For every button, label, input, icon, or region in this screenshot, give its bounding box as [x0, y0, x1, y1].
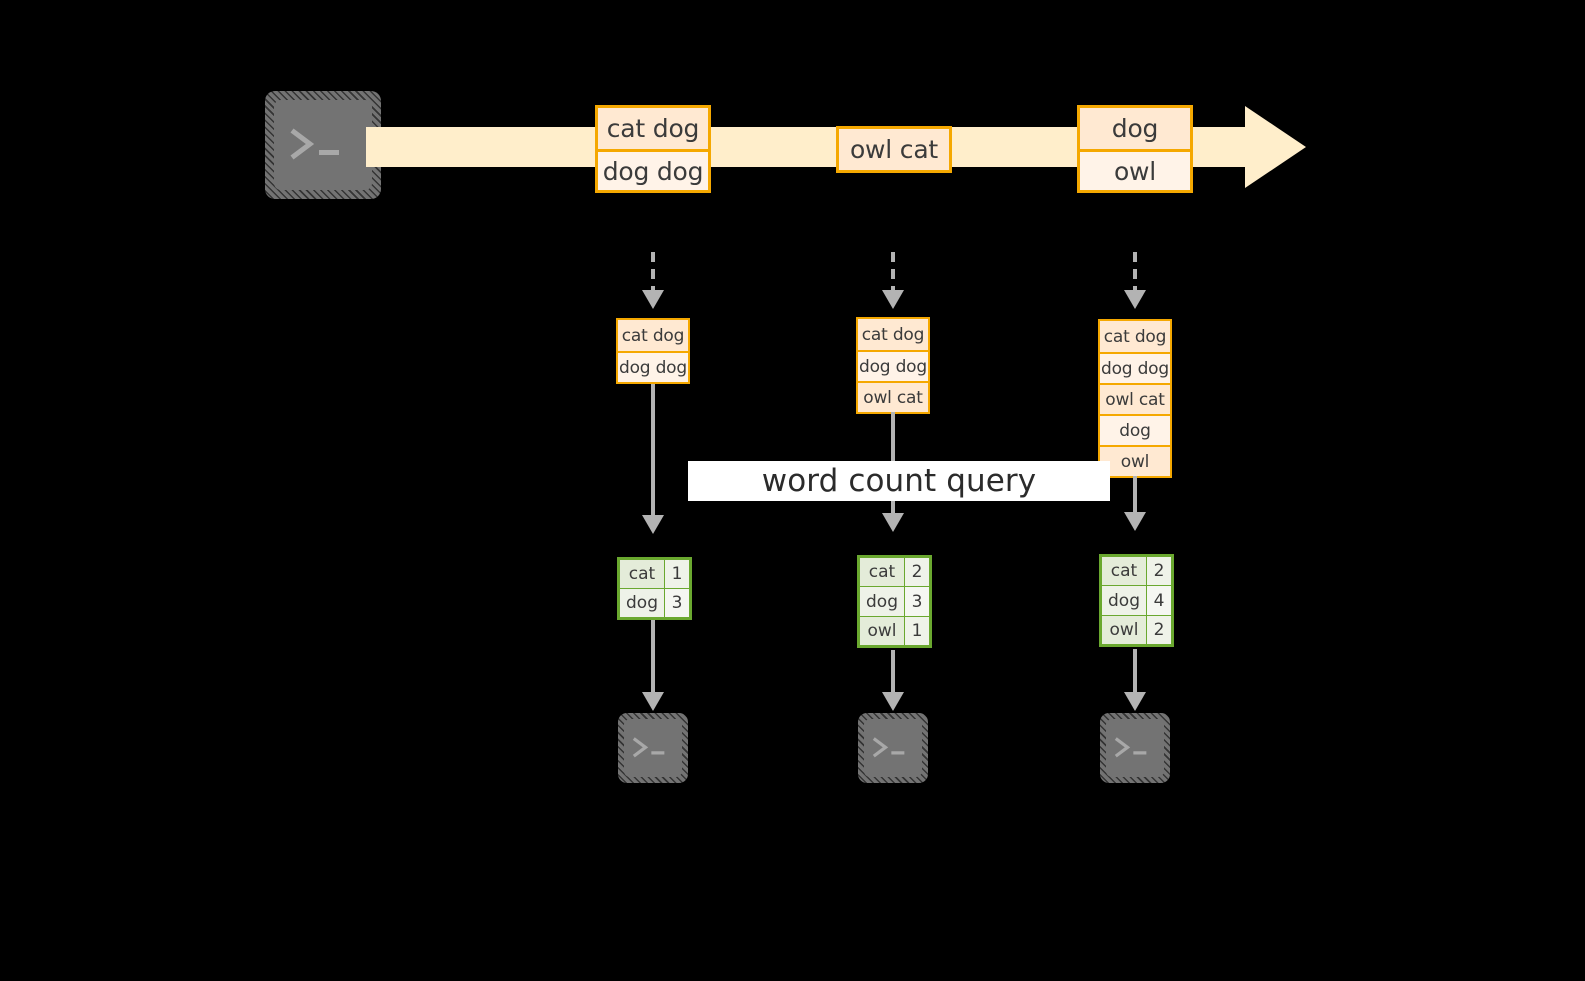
- result-count: 4: [1146, 585, 1173, 616]
- result-count: 1: [664, 558, 691, 589]
- query-caption-label: word count query: [761, 463, 1037, 499]
- message-line: owl cat: [849, 135, 939, 164]
- result-word: owl: [858, 616, 905, 647]
- trigger-1-sink-terminal-icon: [618, 713, 688, 783]
- message-line: dog dog: [598, 149, 708, 190]
- result-row: owl 1: [858, 616, 931, 647]
- query-caption-band: word count query: [688, 461, 1110, 501]
- trigger-3-dashed-connector: [1133, 252, 1137, 290]
- prompt-glyph-icon: [872, 737, 905, 758]
- prompt-glyph-icon: [290, 128, 339, 160]
- trigger-3-accumulated-batch[interactable]: cat dog dog dog owl cat dog owl: [1098, 319, 1172, 478]
- trigger-1-query-arrowhead: [642, 515, 664, 534]
- result-row: cat 2: [858, 556, 931, 587]
- source-terminal-screen: [274, 100, 372, 190]
- result-word: cat: [1100, 555, 1147, 586]
- trigger-1-dashed-connector: [651, 252, 655, 290]
- result-row: dog 4: [1100, 585, 1173, 616]
- batch-line: dog dog: [618, 351, 688, 382]
- batch-line: cat dog: [1103, 326, 1167, 347]
- trigger-1-result-table[interactable]: cat 1 dog 3: [617, 557, 692, 620]
- prompt-glyph-icon: [1114, 737, 1147, 758]
- result-count: 2: [904, 556, 931, 587]
- result-word: dog: [1100, 585, 1147, 616]
- trigger-3-result-table[interactable]: cat 2 dog 4 owl 2: [1099, 554, 1174, 647]
- trigger-1-dashed-arrowhead: [642, 290, 664, 309]
- stream-message-3[interactable]: dog owl: [1077, 105, 1193, 193]
- result-row: cat 2: [1100, 555, 1173, 586]
- batch-line: dog dog: [858, 350, 928, 381]
- trigger-3-query-arrowhead: [1124, 512, 1146, 531]
- batch-line: owl cat: [858, 381, 928, 412]
- stream-message-1[interactable]: cat dog dog dog: [595, 105, 711, 193]
- trigger-3-sink-terminal-icon: [1100, 713, 1170, 783]
- result-count: 1: [904, 616, 931, 647]
- trigger-3-sink-connector: [1133, 649, 1137, 695]
- result-count: 3: [664, 588, 691, 619]
- sink-terminal-screen: [624, 719, 682, 777]
- batch-line: cat dog: [861, 324, 925, 345]
- batch-line: cat dog: [621, 325, 685, 346]
- result-row: cat 1: [618, 558, 691, 589]
- result-count: 2: [1146, 555, 1173, 586]
- result-word: cat: [618, 558, 665, 589]
- trigger-2-accumulated-batch[interactable]: cat dog dog dog owl cat: [856, 317, 930, 414]
- trigger-1-query-connector: [651, 384, 655, 517]
- message-line: dog: [1111, 114, 1159, 143]
- trigger-2-dashed-arrowhead: [882, 290, 904, 309]
- trigger-3-dashed-arrowhead: [1124, 290, 1146, 309]
- trigger-2-result-table[interactable]: cat 2 dog 3 owl 1: [857, 555, 932, 648]
- trigger-2-sink-terminal-icon: [858, 713, 928, 783]
- result-word: dog: [618, 588, 665, 619]
- batch-line: dog dog: [1100, 352, 1170, 383]
- trigger-2-dashed-connector: [891, 252, 895, 290]
- result-word: owl: [1100, 615, 1147, 646]
- trigger-3-sink-arrowhead: [1124, 692, 1146, 711]
- batch-line: owl: [1100, 445, 1170, 476]
- trigger-2-sink-arrowhead: [882, 692, 904, 711]
- trigger-1-sink-arrowhead: [642, 692, 664, 711]
- sink-terminal-screen: [1106, 719, 1164, 777]
- result-count: 3: [904, 586, 931, 617]
- trigger-2-sink-connector: [891, 650, 895, 695]
- trigger-1-sink-connector: [651, 620, 655, 695]
- batch-line: owl cat: [1100, 383, 1170, 414]
- stream-message-2[interactable]: owl cat: [836, 126, 952, 173]
- batch-line: dog: [1100, 414, 1170, 445]
- source-terminal-icon: [265, 91, 381, 199]
- trigger-1-accumulated-batch[interactable]: cat dog dog dog: [616, 318, 690, 384]
- result-word: cat: [858, 556, 905, 587]
- result-row: dog 3: [858, 586, 931, 617]
- result-word: dog: [858, 586, 905, 617]
- trigger-3-query-connector: [1133, 476, 1137, 514]
- sink-terminal-screen: [864, 719, 922, 777]
- message-line: cat dog: [606, 114, 700, 143]
- result-count: 2: [1146, 615, 1173, 646]
- result-row: dog 3: [618, 588, 691, 619]
- result-row: owl 2: [1100, 615, 1173, 646]
- prompt-glyph-icon: [632, 737, 665, 758]
- message-line: owl: [1080, 149, 1190, 190]
- trigger-2-query-arrowhead: [882, 513, 904, 532]
